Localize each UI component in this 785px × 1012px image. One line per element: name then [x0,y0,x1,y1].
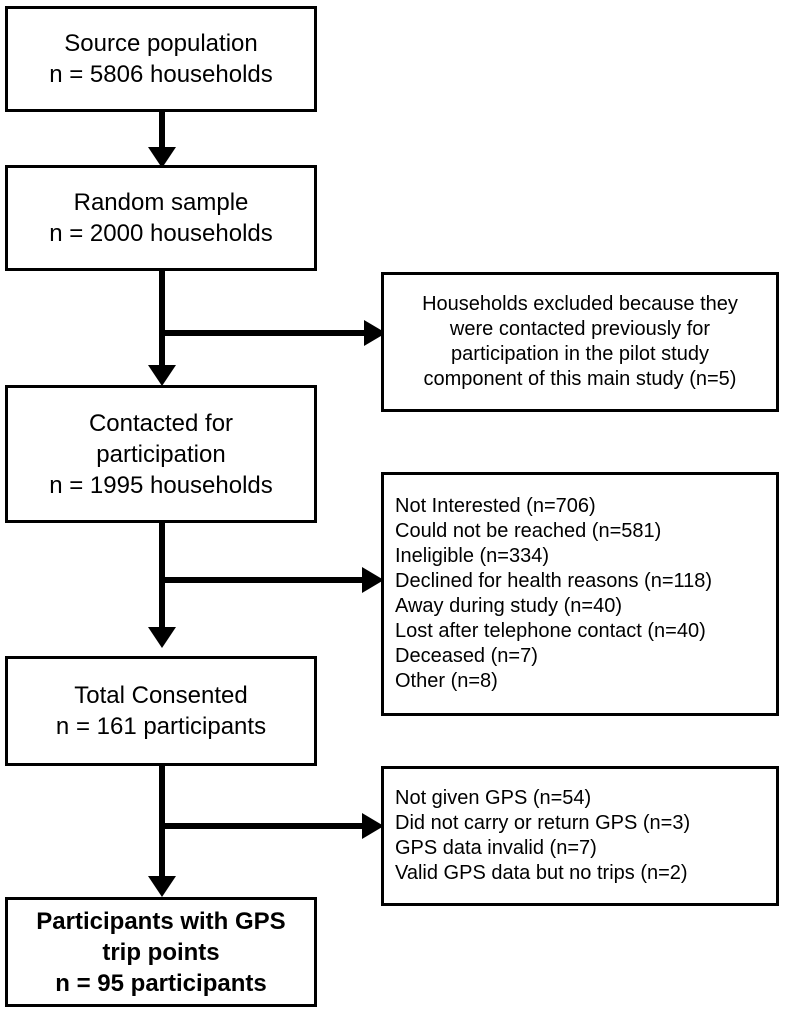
box-line: n = 161 participants [55,713,267,740]
box-line: Source population [64,30,258,57]
arrowhead-exclusion-1 [364,320,386,346]
box-random-sample: Random sample n = 2000 households [5,165,317,271]
list-item: Deceased (n=7) [395,645,538,667]
box-line: Contacted for [88,409,234,437]
arrowhead-exclusion-3 [362,813,384,839]
list-item: Not given GPS (n=54) [395,787,592,809]
box-exclusion-gps: Not given GPS (n=54) Did not carry or re… [381,766,779,906]
box-total-consented: Total Consented n = 161 participants [5,656,317,766]
box-line: n = 5806 households [49,61,273,88]
list-item: Valid GPS data but no trips (n=2) [395,862,688,884]
box-line: Total Consented [74,682,248,709]
arrowhead-sample-to-contacted [148,365,176,386]
list-item: Lost after telephone contact (n=40) [395,620,706,642]
box-contacted: Contacted for participation n = 1995 hou… [5,385,317,523]
box-exclusion-contacted: Not Interested (n=706) Could not be reac… [381,472,779,716]
arrowhead-source-to-sample [148,147,176,168]
box-line: were contacted previously for [449,318,711,340]
box-line: trip points [102,938,220,966]
box-line: n = 2000 households [49,220,273,247]
box-line: Households excluded because they [422,293,738,315]
arrowhead-contacted-to-consented [148,627,176,648]
box-exclusion-pilot: Households excluded because they were co… [381,272,779,412]
box-line: Random sample [73,189,249,216]
box-final-participants: Participants with GPS trip points n = 95… [5,897,317,1007]
arrowhead-exclusion-2 [362,567,384,593]
list-item: Did not carry or return GPS (n=3) [395,812,691,834]
list-item: Other (n=8) [395,670,498,692]
list-item: Declined for health reasons (n=118) [395,570,713,592]
box-line: participation in the pilot study [451,343,709,365]
list-item: Could not be reached (n=581) [395,520,662,542]
list-item: GPS data invalid (n=7) [395,837,597,859]
box-source-population: Source population n = 5806 households [5,6,317,112]
list-item: Not Interested (n=706) [395,495,596,517]
arrowhead-consented-to-final [148,876,176,897]
box-line: component of this main study (n=5) [423,368,737,390]
box-line: n = 1995 households [49,471,273,499]
box-line: participation [96,440,226,468]
list-item: Away during study (n=40) [395,595,622,617]
box-line: n = 95 participants [55,969,267,997]
box-line: Participants with GPS [36,907,286,935]
list-item: Ineligible (n=334) [395,545,549,567]
